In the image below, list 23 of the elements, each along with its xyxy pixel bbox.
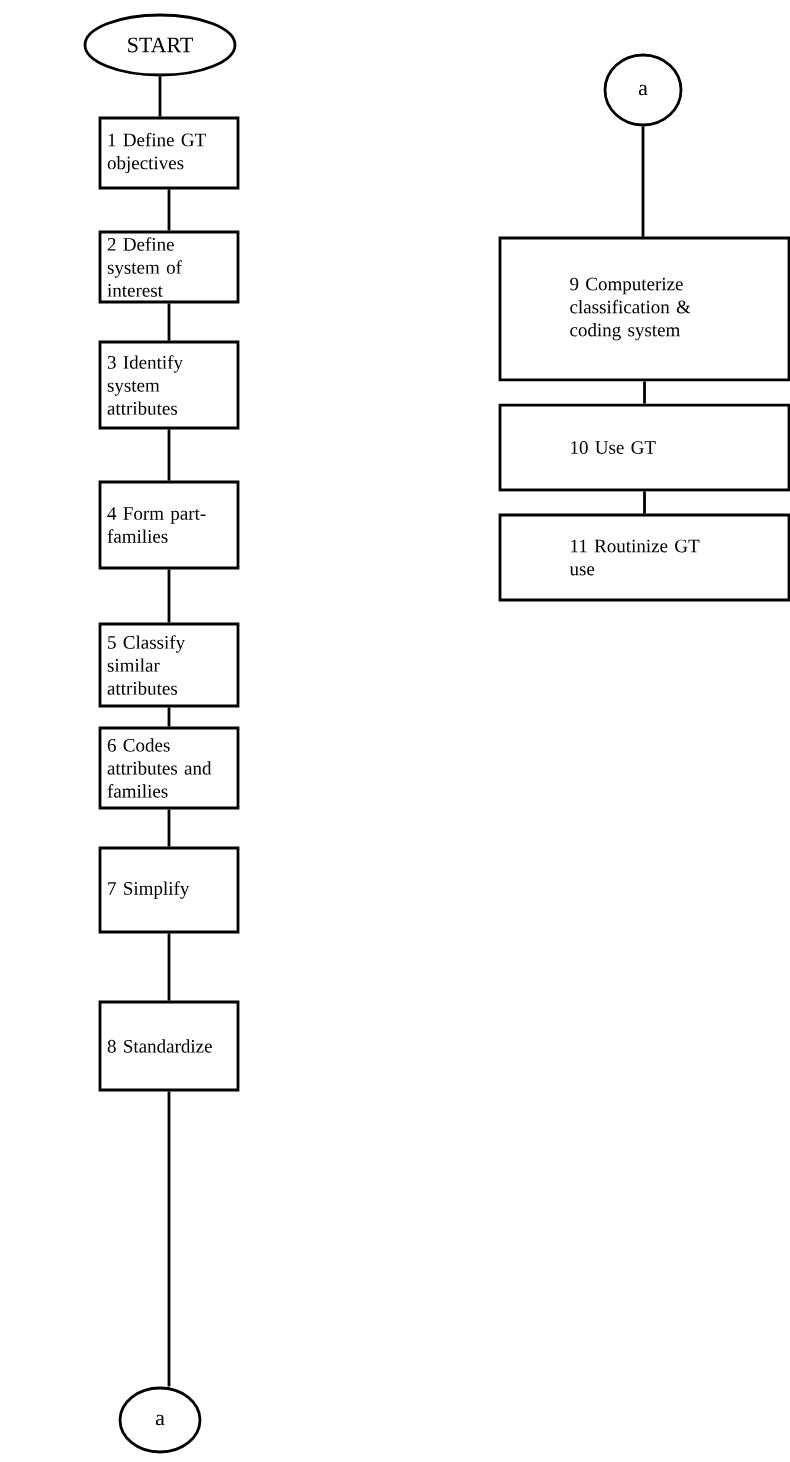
process-box: 9 Computerize classification & coding system (498, 236, 790, 382)
connector-line (167, 809, 171, 847)
process-box: 11 Routinize GT use (498, 513, 790, 602)
connector-line (167, 1091, 171, 1387)
connector-line (167, 189, 171, 231)
connector-line (167, 303, 171, 341)
process-box: 1 Define GT objectives (98, 116, 240, 190)
connector-line (167, 569, 171, 623)
process-box: 5 Classify similar attributes (98, 622, 240, 708)
process-box: 6 Codes attributes and families (98, 726, 240, 810)
connector-line (158, 76, 162, 117)
process-box: 3 Identify system attributes (98, 340, 240, 430)
connector-line (167, 933, 171, 1001)
connector-line (643, 491, 646, 514)
process-box: 2 Define system of interest (98, 230, 240, 304)
connector-line (641, 126, 645, 237)
connector-line (167, 429, 171, 481)
process-box: 7 Simplify (98, 846, 240, 934)
process-box: 8 Standardize (98, 1000, 240, 1092)
connector-line (167, 707, 171, 727)
connector-line (643, 381, 646, 404)
process-box: 10 Use GT (498, 403, 790, 492)
process-box: 4 Form part-families (98, 480, 240, 570)
